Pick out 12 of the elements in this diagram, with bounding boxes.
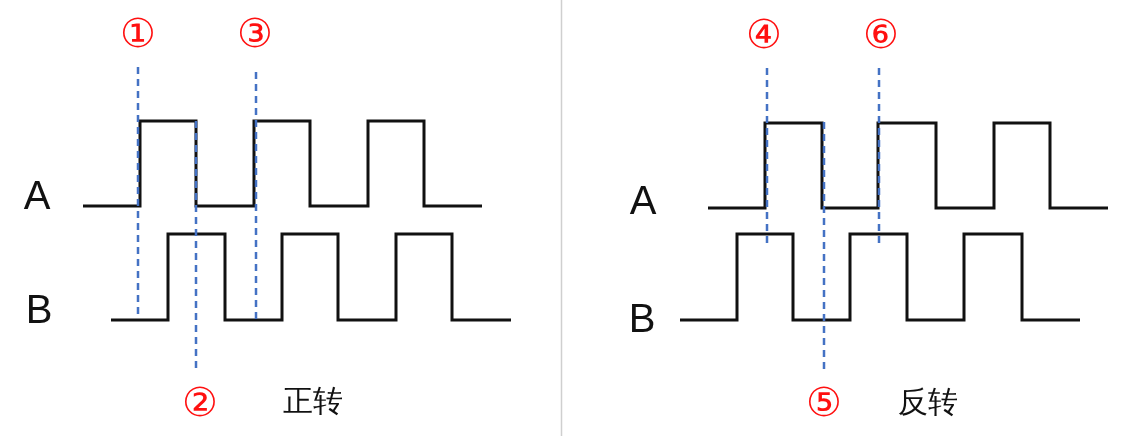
signal-label: A — [629, 180, 657, 220]
signal-label: A — [23, 175, 51, 215]
callout-number: ⑤ — [806, 382, 842, 422]
caption: 正转 — [283, 386, 343, 416]
callout-number: ② — [182, 382, 218, 422]
callout-number: ③ — [237, 13, 273, 53]
signal-label: B — [25, 289, 53, 329]
callout-number: ⑥ — [863, 14, 899, 54]
callout-number: ① — [120, 13, 156, 53]
caption: 反转 — [898, 387, 958, 417]
callout-number: ④ — [746, 14, 782, 54]
signal-label: B — [628, 298, 656, 338]
